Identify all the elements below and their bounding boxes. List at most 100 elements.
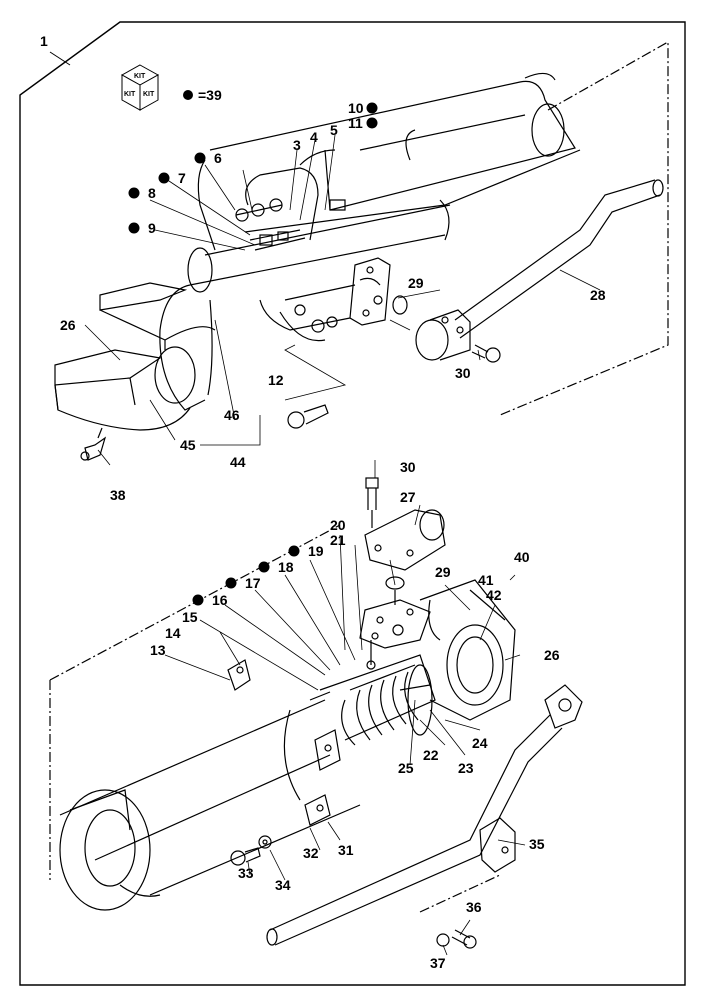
lower-callout-14: 14	[165, 625, 181, 641]
upper-callout-30: 30	[455, 365, 471, 381]
lower-callout-17: 17	[245, 575, 261, 591]
lower-callout-20: 20	[330, 517, 346, 533]
kit-right-text: KIT	[143, 91, 155, 98]
lower-piston-section	[283, 640, 436, 801]
kit-left-text: KIT	[124, 91, 136, 98]
upper-callout-9: 9	[148, 220, 156, 236]
lower-callout-26: 26	[544, 647, 560, 663]
upper-bolt-12	[287, 404, 329, 429]
upper-rod-eye	[54, 282, 216, 431]
lower-callout-30: 30	[400, 459, 416, 475]
lower-barrel	[59, 699, 361, 911]
lower-callout-35: 35	[529, 836, 545, 852]
lower-pipe	[266, 684, 583, 946]
lower-kit-dot-17	[225, 577, 237, 589]
upper-callout-3: 3	[293, 137, 301, 153]
lower-callout-23: 23	[458, 760, 474, 776]
upper-callout-44: 44	[230, 454, 246, 470]
lower-flange	[364, 509, 446, 571]
upper-callout-38: 38	[110, 487, 126, 503]
upper-o-ring	[392, 295, 408, 315]
lower-clamp-14	[227, 659, 251, 691]
lower-callout-13: 13	[150, 642, 166, 658]
upper-callout-5: 5	[330, 122, 338, 138]
lower-callout-42: 42	[486, 587, 502, 603]
lower-callout-16: 16	[212, 592, 228, 608]
lower-kit-dot-18	[258, 561, 270, 573]
upper-kit-dot-11	[366, 117, 378, 129]
upper-callout-10: 10	[348, 100, 364, 116]
upper-callout-4: 4	[310, 129, 318, 145]
lower-callout-41: 41	[478, 572, 494, 588]
lower-bolt-33	[230, 847, 261, 866]
upper-callout-11: 11	[348, 115, 363, 131]
lower-callout-24: 24	[472, 735, 488, 751]
lower-kit-dot-16	[192, 594, 204, 606]
lower-clevis	[419, 579, 516, 721]
upper-callout-26: 26	[60, 317, 76, 333]
lower-callout-18: 18	[278, 559, 294, 575]
kit-dot-icon	[183, 90, 193, 100]
assembly-boundary	[19, 21, 686, 986]
lower-clamp-35	[479, 817, 516, 873]
bottom-dash-line	[419, 874, 501, 913]
lower-callout-22: 22	[423, 747, 439, 763]
lower-bolt-30	[365, 477, 379, 528]
lower-callout-27: 27	[400, 489, 416, 505]
kit-dots	[128, 102, 378, 606]
upper-callout-28: 28	[590, 287, 606, 303]
lower-callout-36: 36	[466, 899, 482, 915]
upper-barrel-bottom	[259, 277, 381, 342]
upper-gland	[235, 167, 346, 251]
upper-kit-dot-8	[128, 187, 140, 199]
upper-callout-12: 12	[268, 372, 284, 388]
lower-group-outline	[49, 524, 341, 880]
lower-callout-40: 40	[514, 549, 530, 565]
upper-kit-dot-6	[194, 152, 206, 164]
lower-washer-34-hole	[262, 839, 268, 845]
kit-cube-icon	[120, 64, 160, 111]
lower-callout-32: 32	[303, 845, 319, 861]
assembly-number: 1	[40, 33, 48, 49]
upper-callout-46: 46	[224, 407, 240, 423]
upper-grease-nipple	[80, 427, 107, 461]
upper-group-outline	[499, 40, 669, 416]
upper-leader-lines	[84, 134, 601, 466]
upper-barrel	[197, 72, 581, 251]
lower-callout-31: 31	[338, 842, 354, 858]
kit-legend-equals: =39	[198, 87, 222, 103]
lower-nut-37	[436, 933, 450, 947]
upper-callout-6: 6	[214, 150, 222, 166]
lower-callout-37: 37	[430, 955, 446, 971]
lower-callout-34: 34	[275, 877, 291, 893]
upper-callout-29: 29	[408, 275, 424, 291]
lower-callout-21: 21	[330, 532, 346, 548]
lower-kit-dot-19	[288, 545, 300, 557]
upper-kit-dot-10	[366, 102, 378, 114]
kit-top-text: KIT	[134, 73, 146, 80]
upper-kit-dot-9	[128, 222, 140, 234]
lower-clamp-31	[304, 729, 341, 826]
upper-callout-8: 8	[148, 185, 156, 201]
upper-flange	[415, 309, 471, 361]
lower-leader-lines	[164, 460, 526, 956]
lower-washer-34	[258, 835, 272, 849]
upper-piston-rod	[187, 199, 451, 293]
upper-callout-7: 7	[178, 170, 186, 186]
lower-bolt-36	[451, 929, 477, 949]
upper-bolt-30	[471, 344, 501, 363]
upper-pipe	[454, 179, 664, 339]
lower-o-ring	[385, 576, 405, 590]
lower-callout-25: 25	[398, 760, 414, 776]
upper-callout-45: 45	[180, 437, 196, 453]
lower-port-block	[359, 590, 431, 649]
lower-callout-19: 19	[308, 543, 324, 559]
upper-kit-dot-7	[158, 172, 170, 184]
lower-callout-29: 29	[435, 564, 451, 580]
lower-callout-15: 15	[182, 609, 198, 625]
upper-port-block	[349, 257, 391, 326]
lower-callout-33: 33	[238, 865, 254, 881]
